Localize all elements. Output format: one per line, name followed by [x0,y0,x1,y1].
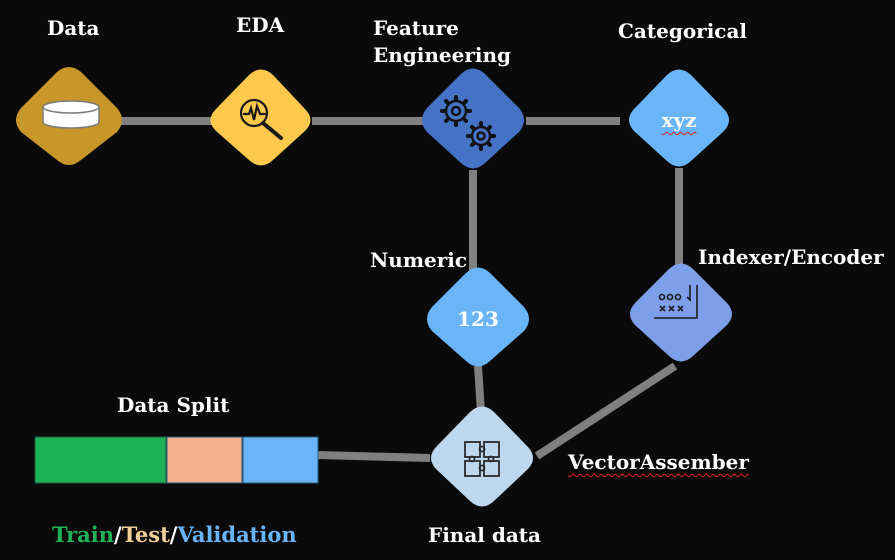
puzzle-icon [464,441,500,477]
split-validation [242,436,319,484]
data-split-bar [34,436,319,484]
split-train [34,436,167,484]
gears-icon [440,95,496,151]
connector-split-final [317,451,431,462]
label-data-split: Data Split [117,393,230,417]
encoding-icon [654,285,698,319]
label-data: Data [47,16,100,40]
label-feature-line2: Engineering [373,43,512,67]
legend-test: Test [121,522,170,547]
numeric-node [427,267,529,367]
label-feature-line1: Feature [373,16,459,40]
split-legend: Train/Test/Validation [52,522,297,547]
label-eda: EDA [236,13,285,37]
label-categorical: Categorical [618,19,748,43]
label-encoder: Indexer/Encoder [698,245,884,269]
legend-validation: Validation [177,522,297,547]
legend-train: Train [52,522,115,547]
connector-numeric-final [474,365,485,413]
legend-sep-2: / [169,522,178,547]
label-vector-assembler: VectorAssember [568,450,749,474]
final-node [431,406,533,507]
numeric-node-text: 123 [457,307,499,331]
categorical-node-text: xyz [661,108,697,132]
label-numeric: Numeric [370,248,468,272]
magnifier-chart-icon [239,98,283,140]
categorical-node [629,69,729,167]
label-final-data: Final data [428,523,541,547]
connector-encoder-final [534,362,678,460]
legend-sep-1: / [114,522,122,547]
database-icon [42,100,100,129]
eda-node [210,69,311,166]
feature-node [422,68,524,169]
split-test [166,436,243,484]
encoder-node [630,263,732,362]
connectors [118,117,683,462]
